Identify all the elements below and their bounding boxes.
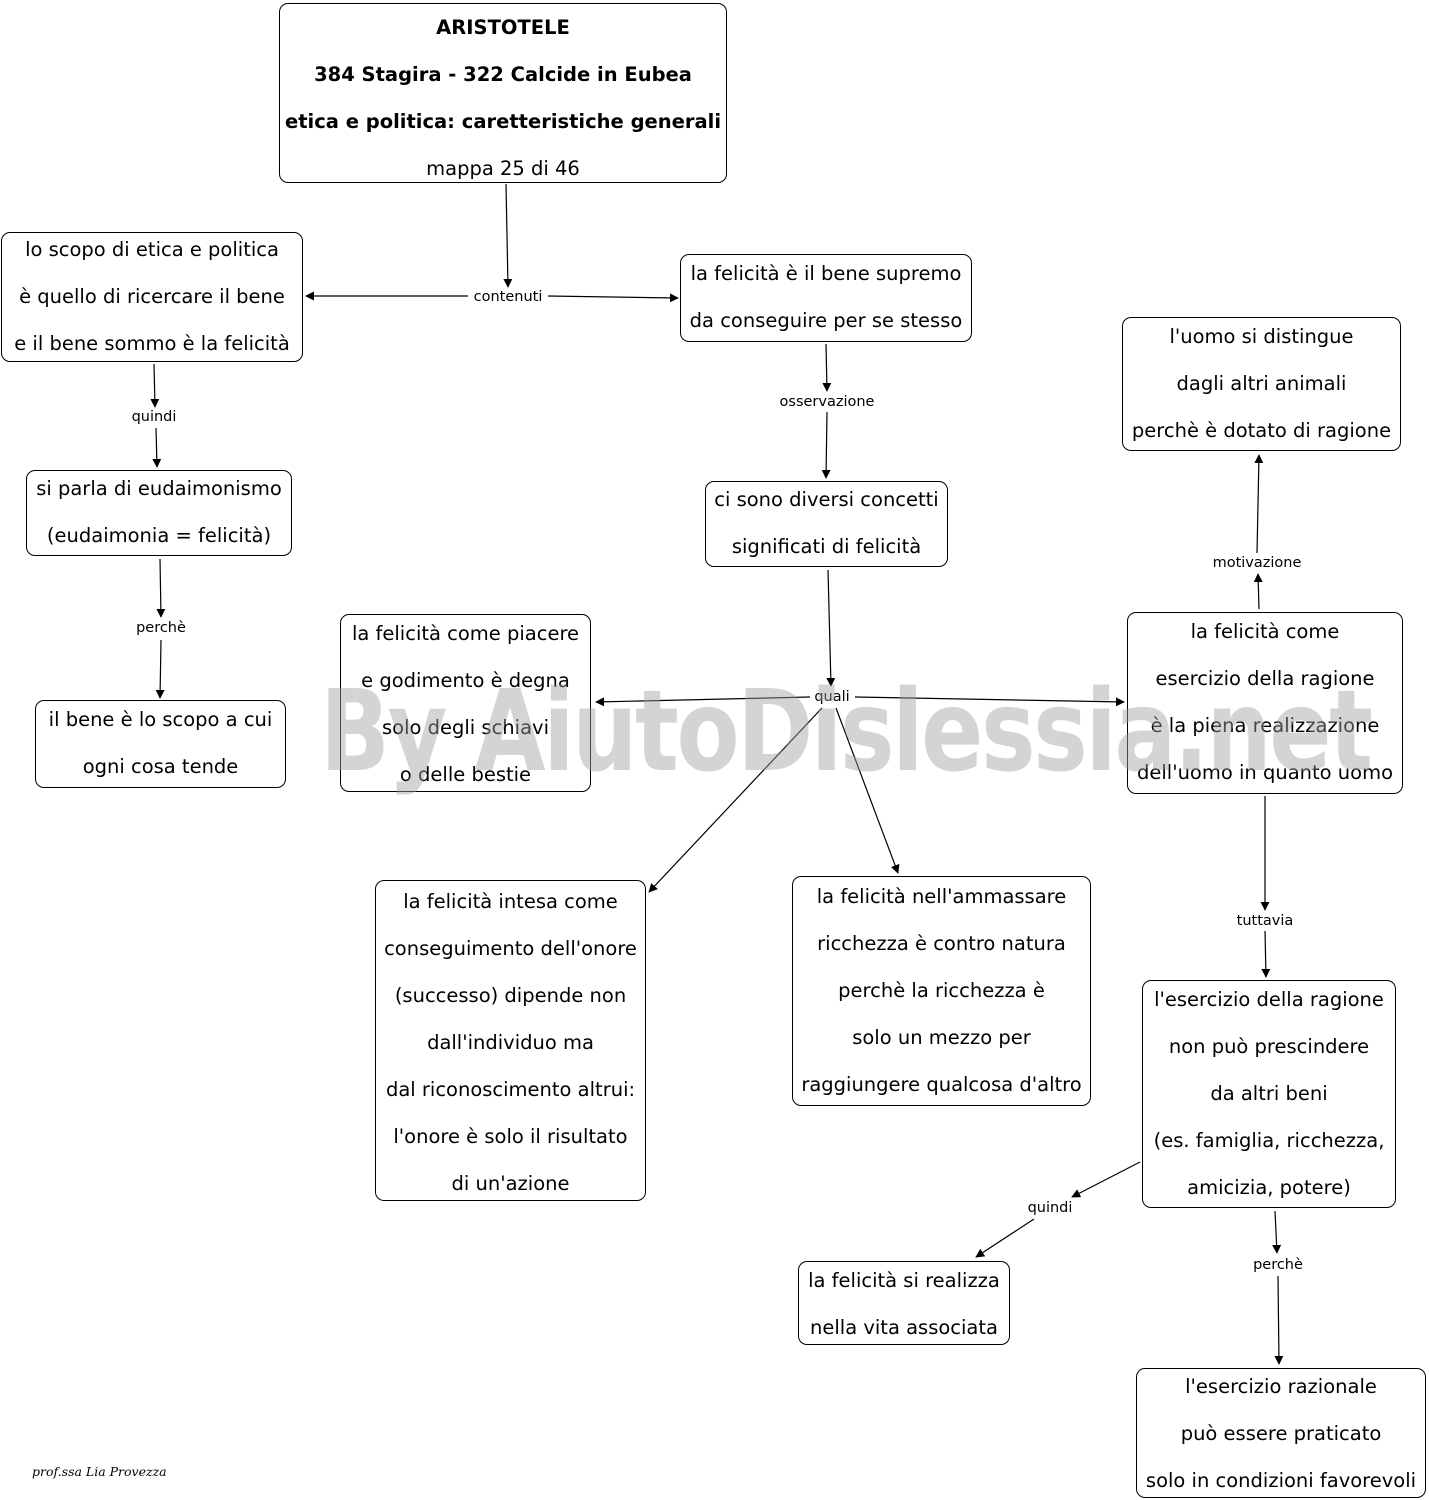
node-eudaimonismo-line-2: (eudaimonia = felicità) [46, 524, 272, 547]
node-esercizio-beni: l'esercizio della ragione non può presci… [1142, 980, 1396, 1208]
node-scopo-line-3: e il bene sommo è la felicità [14, 332, 290, 355]
edge-tuttavia-esercizio [1261, 930, 1271, 978]
node-esercizio-line-2: non può prescindere [1168, 1035, 1370, 1058]
node-eudaimonismo: si parla di eudaimonismo (eudaimonia = f… [26, 470, 292, 556]
node-esercizio-line-1: l'esercizio della ragione [1154, 988, 1384, 1011]
node-ricchezza-line-2: ricchezza è contro natura [817, 932, 1066, 955]
title-line-3: etica e politica: caretteristiche genera… [284, 110, 722, 133]
node-vita-line-1: la felicità si realizza [808, 1269, 1000, 1292]
node-condizioni-line-1: l'esercizio razionale [1185, 1375, 1377, 1398]
node-bene-supremo-line-1: la felicità è il bene supremo [690, 262, 962, 285]
edge-quali-piacere [595, 696, 811, 707]
node-ricchezza-line-5: raggiungere qualcosa d'altro [801, 1073, 1082, 1096]
node-condizioni-line-2: può essere praticato [1180, 1422, 1382, 1445]
edge-title-contenuti [503, 183, 513, 288]
node-bene-scopo-line-2: ogni cosa tende [82, 755, 239, 778]
node-ragione-line-1: la felicità come [1190, 620, 1340, 643]
edge-quali-ragione [854, 696, 1125, 707]
node-onore-line-2: conseguimento dell'onore [384, 937, 637, 960]
node-esercizio-line-4: (es. famiglia, ricchezza, [1153, 1129, 1385, 1152]
node-vita-associata: la felicità si realizza nella vita assoc… [798, 1261, 1010, 1345]
node-bene-scopo-line-1: il bene è lo scopo a cui [48, 708, 273, 731]
node-ragione-line-4: dell'uomo in quanto uomo [1137, 761, 1393, 784]
node-esercizio-line-5: amicizia, potere) [1187, 1176, 1351, 1199]
node-piacere-line-1: la felicità come piacere [351, 622, 580, 645]
label-tuttavia: tuttavia [1234, 912, 1296, 930]
node-onore-line-5: dal riconoscimento altrui: [385, 1078, 636, 1101]
node-concetti: ci sono diversi concetti significati di … [705, 481, 948, 567]
node-eudaimonismo-line-1: si parla di eudaimonismo [36, 477, 282, 500]
node-uomo-line-1: l'uomo si distingue [1169, 325, 1354, 348]
node-uomo-line-3: perchè è dotato di ragione [1131, 419, 1392, 442]
node-ricchezza-line-3: perchè la ricchezza è [838, 979, 1045, 1002]
node-esercizio-line-3: da altri beni [1210, 1082, 1328, 1105]
label-quindi-2: quindi [1025, 1199, 1075, 1217]
edge-osservazione-concetti [821, 411, 831, 479]
node-scopo-line-2: è quello di ricercare il bene [19, 285, 285, 308]
edge-bene-supremo-osservazione [822, 343, 832, 392]
edge-eudaimonismo-perche [156, 558, 166, 618]
node-onore-line-3: (successo) dipende non [394, 984, 627, 1007]
node-piacere-line-4: o delle bestie [399, 763, 532, 786]
node-bene-supremo-line-2: da conseguire per se stesso [689, 309, 963, 332]
edge-perche-bene-scopo [155, 639, 165, 699]
node-concetti-line-2: significati di felicità [731, 535, 922, 558]
node-vita-line-2: nella vita associata [810, 1316, 998, 1339]
author-signature: prof.ssa Lia Provezza [32, 1464, 167, 1479]
edge-concetti-quali [826, 569, 836, 687]
label-osservazione: osservazione [777, 393, 877, 411]
node-ragione-line-2: esercizio della ragione [1155, 667, 1375, 690]
edge-quali-onore [648, 707, 823, 893]
title-line-4: mappa 25 di 46 [426, 157, 580, 180]
node-ragione: la felicità come esercizio della ragione… [1127, 612, 1403, 794]
label-perche-1: perchè [134, 619, 188, 637]
edge-quindi-eudaimonismo [152, 427, 162, 468]
node-onore-line-4: dall'individuo ma [427, 1031, 594, 1054]
node-onore-line-7: di un'azione [451, 1172, 570, 1195]
label-perche-2: perchè [1251, 1256, 1305, 1274]
label-quindi-1: quindi [129, 408, 179, 426]
node-piacere-line-2: e godimento è degna [361, 669, 570, 692]
node-piacere-line-3: solo degli schiavi [382, 716, 549, 739]
node-uomo-line-2: dagli altri animali [1176, 372, 1347, 395]
title-line-1: ARISTOTELE [436, 16, 570, 39]
node-scopo: lo scopo di etica e politica è quello di… [1, 232, 303, 362]
node-onore-line-1: la felicità intesa come [403, 890, 618, 913]
edge-quindi-vita-associata [975, 1218, 1035, 1258]
node-condizioni: l'esercizio razionale può essere pratica… [1136, 1368, 1426, 1498]
node-bene-supremo: la felicità è il bene supremo da consegu… [680, 254, 972, 342]
node-ragione-line-3: è la piena realizzazione [1150, 714, 1380, 737]
node-onore-line-6: l'onore è solo il risultato [393, 1125, 628, 1148]
title-box: ARISTOTELE 384 Stagira - 322 Calcide in … [279, 3, 727, 183]
node-bene-scopo: il bene è lo scopo a cui ogni cosa tende [35, 700, 286, 788]
node-ricchezza-line-1: la felicità nell'ammassare [816, 885, 1067, 908]
node-ricchezza: la felicità nell'ammassare ricchezza è c… [792, 876, 1091, 1106]
edge-esercizio-perche [1272, 1210, 1282, 1254]
node-uomo-distingue: l'uomo si distingue dagli altri animali … [1122, 317, 1401, 451]
node-onore: la felicità intesa come conseguimento de… [375, 880, 646, 1201]
edge-quali-ricchezza [835, 707, 900, 874]
edge-esercizio-quindi [1071, 1161, 1141, 1198]
node-scopo-line-1: lo scopo di etica e politica [25, 238, 279, 261]
edge-scopo-quindi [150, 363, 160, 408]
label-quali: quali [812, 688, 852, 706]
node-condizioni-line-3: solo in condizioni favorevoli [1145, 1469, 1417, 1492]
title-line-2: 384 Stagira - 322 Calcide in Eubea [314, 63, 692, 86]
node-piacere: la felicità come piacere e godimento è d… [340, 614, 591, 792]
edge-ragione-motivazione [1253, 573, 1263, 610]
node-concetti-line-1: ci sono diversi concetti [714, 488, 939, 511]
node-ricchezza-line-4: solo un mezzo per [852, 1026, 1031, 1049]
edge-contenuti-bene-supremo [547, 293, 679, 303]
edge-motivazione-uomo [1254, 454, 1264, 554]
edge-perche-condizioni [1274, 1275, 1284, 1365]
label-contenuti: contenuti [471, 288, 545, 306]
label-motivazione: motivazione [1210, 554, 1304, 572]
